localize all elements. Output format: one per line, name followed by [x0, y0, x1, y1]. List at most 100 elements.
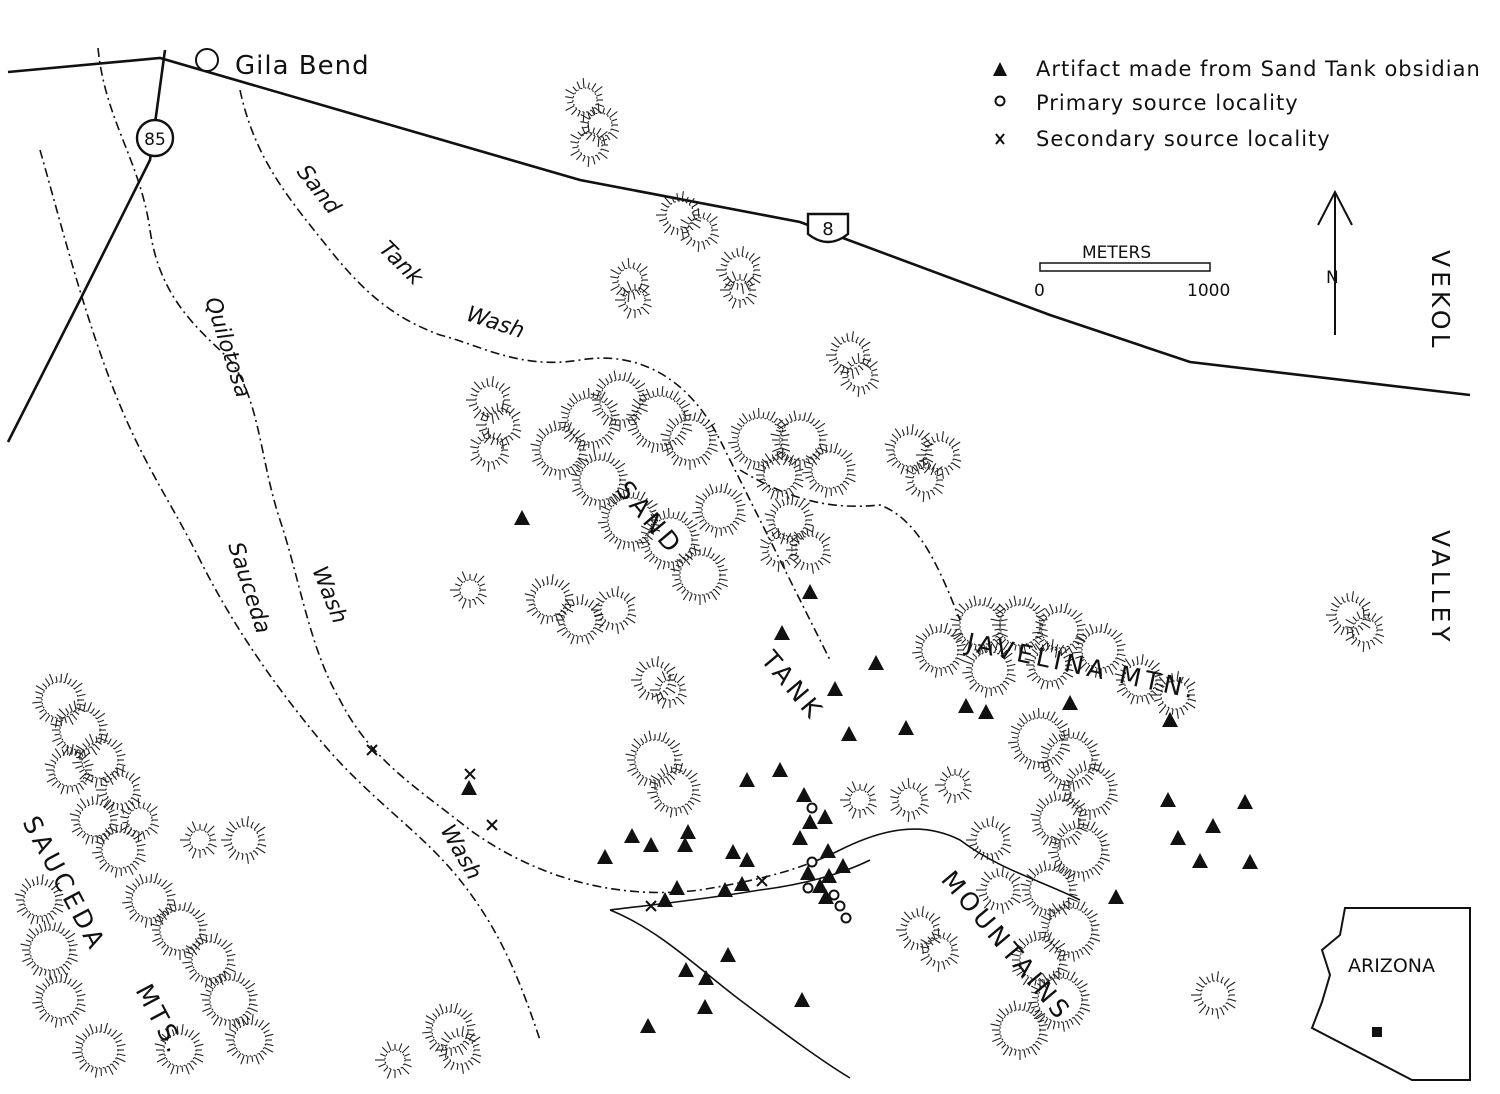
sauceda-wash-name-label: Sauceda [222, 539, 275, 637]
artifact-triangle-icon [821, 868, 837, 883]
sauceda-mts-label-2: MTS. [130, 979, 192, 1060]
artifact-triangle-icon [794, 992, 810, 1007]
quilotosa-label: Quilotosa [199, 294, 255, 401]
legend-circle-icon [994, 95, 1006, 107]
artifact-triangle-icon [800, 865, 816, 880]
artifact-triangle-icon [898, 720, 914, 735]
svg-text:8: 8 [822, 219, 833, 240]
artifact-triangle-icon [820, 843, 836, 858]
artifact-triangle-icon [978, 704, 994, 719]
sand-tank-wash-label: Wash [463, 302, 527, 344]
sand-tank-wash-line [239, 89, 831, 661]
svg-text:VEKOL: VEKOL [1426, 250, 1455, 352]
artifact-triangle-icon [818, 889, 834, 904]
svg-text:ARIZONA: ARIZONA [1348, 955, 1435, 977]
arizona-inset: ARIZONA [1310, 907, 1471, 1081]
tank-wash-label: Tank [374, 237, 429, 292]
quilotosa-wash-line [97, 47, 841, 894]
artifact-triangle-icon [841, 726, 857, 741]
legend-x-icon [995, 133, 1005, 145]
artifact-triangle-icon [680, 824, 696, 839]
artifact-triangle-icon [774, 625, 790, 640]
artifact-triangle-icon [1108, 889, 1124, 904]
artifact-triangle-icon [717, 882, 733, 897]
artifact-triangle-icon [812, 878, 828, 893]
artifact-triangle-icon [1162, 712, 1178, 727]
interstate-8-shield: 8 [806, 212, 850, 244]
primary-source-circle-icon [802, 882, 814, 894]
primary-source-circle-icon [828, 889, 840, 901]
artifact-triangle-icon [802, 584, 818, 599]
drainage-center-1 [609, 859, 871, 911]
artifact-triangle-icon [958, 698, 974, 713]
artifact-triangle-icon [772, 762, 788, 777]
svg-text:METERS: METERS [1082, 243, 1151, 263]
gila-bend-town-marker [195, 48, 219, 72]
sauceda-wash-line [39, 149, 541, 1041]
secondary-source-x-icon [756, 875, 768, 887]
artifact-triangle-icon [697, 999, 713, 1014]
legend-secondary-label: Secondary source locality [1036, 127, 1331, 151]
artifact-triangle-icon [720, 947, 736, 962]
secondary-source-x-icon [645, 900, 657, 912]
artifact-triangle-icon [643, 837, 659, 852]
legend-artifact-label: Artifact made from Sand Tank obsidian [1036, 57, 1481, 81]
primary-source-circle-icon [806, 802, 818, 814]
artifact-triangle-icon [1192, 853, 1208, 868]
artifact-triangle-icon [1205, 818, 1221, 833]
legend: Artifact made from Sand Tank obsidian Pr… [993, 57, 1481, 151]
svg-text:N: N [1326, 268, 1339, 288]
quilotosa-wash-label: Wash [306, 563, 351, 627]
hill-hachures [14, 78, 1385, 1079]
artifact-triangle-icon [514, 510, 530, 525]
sauceda-wash-label: Wash [435, 821, 486, 885]
drainage-east-1 [839, 828, 1081, 901]
scale-bar: METERS 0 1000 [1034, 243, 1230, 301]
artifact-triangle-icon [597, 849, 613, 864]
artifact-triangle-icon [461, 780, 477, 795]
artifact-triangle-icon [1237, 794, 1253, 809]
artifact-triangle-icon [796, 787, 812, 802]
primary-source-sites [802, 802, 852, 924]
artifact-triangle-icon [868, 655, 884, 670]
legend-triangle-icon [993, 62, 1007, 76]
study-area-marker [1372, 1027, 1382, 1037]
secondary-source-x-icon [366, 744, 378, 756]
primary-source-circle-icon [840, 912, 852, 924]
artifact-triangle-icon [698, 970, 714, 985]
interstate-8-road [7, 56, 1471, 397]
secondary-source-x-icon [464, 768, 476, 780]
artifact-triangle-icon [1242, 854, 1258, 869]
artifact-triangle-icon [678, 962, 694, 977]
gila-bend-label: Gila Bend [235, 51, 370, 81]
svg-text:VALLEY: VALLEY [1426, 530, 1455, 646]
artifact-triangle-icon [835, 858, 851, 873]
primary-source-circle-icon [806, 856, 818, 868]
svg-text:85: 85 [144, 130, 166, 150]
artifact-triangle-icon [739, 852, 755, 867]
artifact-triangle-icon [640, 1018, 656, 1033]
artifact-triangle-icon [734, 876, 750, 891]
artifact-triangle-icon [827, 681, 843, 696]
artifact-triangle-icon [792, 830, 808, 845]
artifact-triangle-icon [1062, 695, 1078, 710]
sauceda-mts-label: SAUCEDA [17, 811, 113, 956]
secondary-source-x-icon [486, 819, 498, 831]
secondary-source-sites [366, 744, 768, 912]
artifact-triangle-icon [802, 814, 818, 829]
svg-text:1000: 1000 [1187, 281, 1230, 301]
artifact-triangle-icon [624, 828, 640, 843]
artifact-sites [461, 510, 1258, 1033]
north-arrow: N [1317, 189, 1353, 335]
primary-source-circle-icon [834, 900, 846, 912]
route-85-road [6, 49, 167, 443]
artifact-triangle-icon [817, 809, 833, 824]
sand-tank-wash-branch [739, 469, 961, 621]
artifact-triangle-icon [1160, 792, 1176, 807]
legend-primary-label: Primary source locality [1036, 91, 1299, 115]
valley-label: VALLEY [1426, 530, 1455, 646]
artifact-triangle-icon [739, 772, 755, 787]
artifact-triangle-icon [1170, 830, 1186, 845]
artifact-triangle-icon [669, 880, 685, 895]
